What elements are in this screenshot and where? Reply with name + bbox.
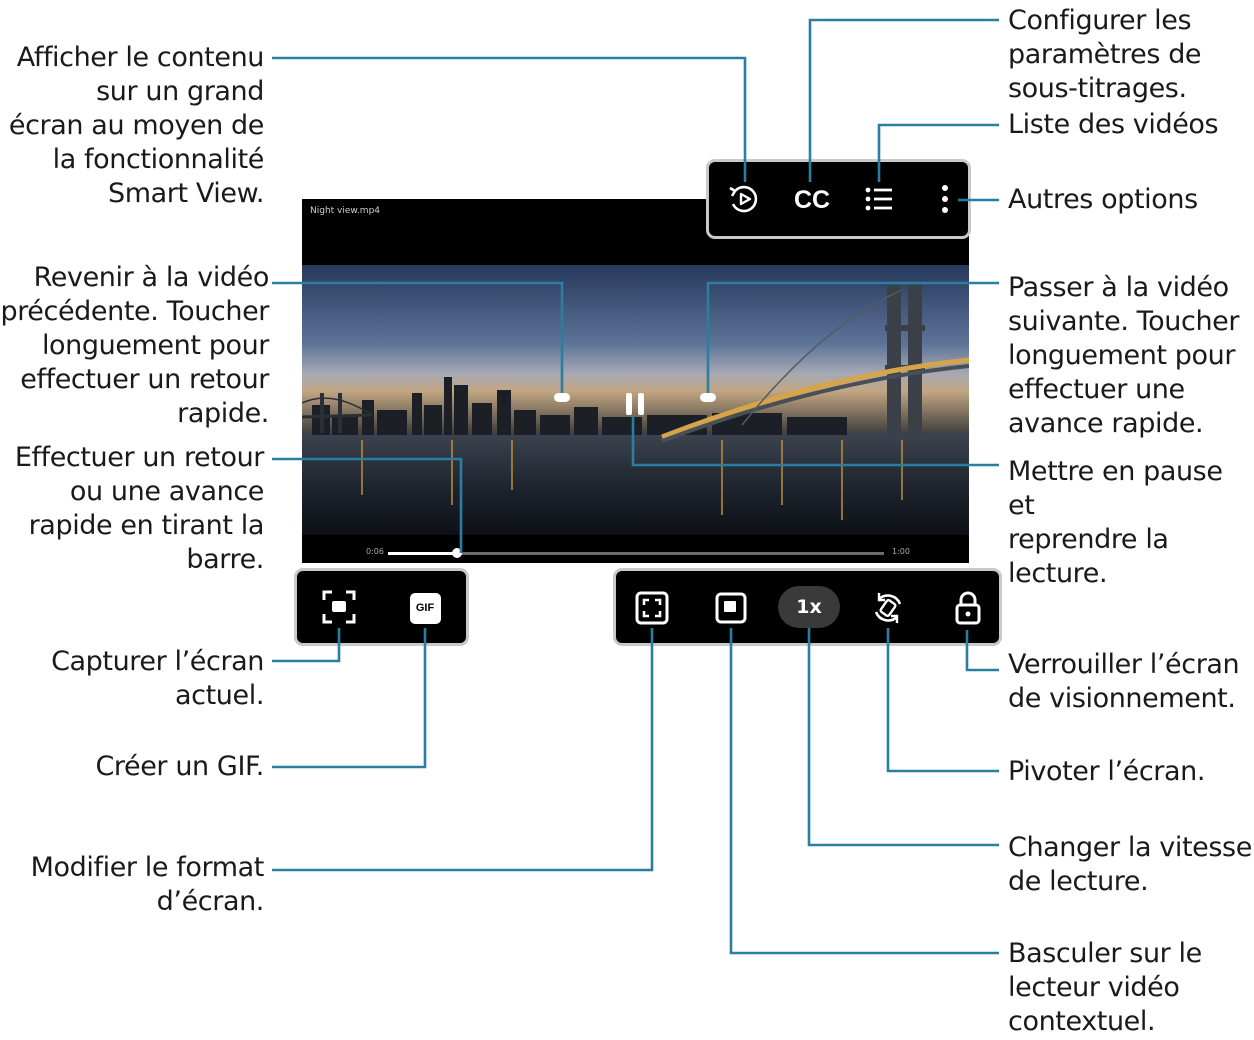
smart-view-button[interactable] xyxy=(722,178,766,220)
label-popup-player: Basculer sur le lecteur vidéo contextuel… xyxy=(1008,938,1202,1037)
time-total: 1:00 xyxy=(892,547,910,556)
capture-button[interactable] xyxy=(318,586,360,628)
lock-icon xyxy=(955,591,981,625)
label-seek-bar: Effectuer un retour ou une avance rapide… xyxy=(14,442,265,575)
pause-icon-bar xyxy=(638,393,644,415)
aspect-ratio-icon xyxy=(635,591,669,625)
label-playback-speed: Changer la vitesse de lecture. xyxy=(1008,832,1252,897)
label-rotate-screen: Pivoter l’écran. xyxy=(1008,756,1206,787)
list-icon xyxy=(865,187,892,211)
seek-bar[interactable] xyxy=(388,548,884,558)
video-screen[interactable]: Night view.mp4 xyxy=(302,199,969,563)
pause-button[interactable] xyxy=(626,393,646,415)
label-smart-view: Afficher le contenu sur un grand écran a… xyxy=(8,42,264,209)
time-current: 0:06 xyxy=(366,547,384,556)
video-title: Night view.mp4 xyxy=(310,206,381,216)
more-vertical-icon xyxy=(942,185,948,213)
popup-player-icon xyxy=(715,592,747,624)
rotate-icon xyxy=(874,593,902,623)
label-video-list: Liste des vidéos xyxy=(1008,109,1219,140)
gif-icon: GIF xyxy=(409,592,441,624)
popup-player-button[interactable] xyxy=(711,588,751,628)
label-subtitles: Configurer les paramètres de sous-titrag… xyxy=(1008,5,1202,104)
lock-screen-button[interactable] xyxy=(948,586,988,630)
playback-speed-button[interactable]: 1x xyxy=(778,586,840,628)
create-gif-button[interactable]: GIF xyxy=(405,588,445,628)
label-capture: Capturer l’écran actuel. xyxy=(51,646,264,711)
video-frame-city-bridge xyxy=(302,265,969,535)
rotate-screen-button[interactable] xyxy=(867,588,909,628)
previous-video-button[interactable] xyxy=(554,393,570,402)
label-next-video: Passer à la vidéo suivante. Toucher long… xyxy=(1008,272,1240,439)
label-previous-video: Revenir à la vidéo précédente. Toucher l… xyxy=(0,262,269,429)
seek-bar-progress xyxy=(388,552,458,555)
more-options-button[interactable] xyxy=(930,178,960,220)
label-screen-ratio: Modifier le format d’écran. xyxy=(30,852,265,917)
label-pause: Mettre en pause et reprendre la lecture. xyxy=(1008,456,1223,589)
seek-bar-thumb[interactable] xyxy=(452,548,463,558)
screen-ratio-button[interactable] xyxy=(632,588,672,628)
subtitles-button[interactable]: CC xyxy=(793,185,831,214)
video-list-button[interactable] xyxy=(857,178,901,220)
screenshot-icon xyxy=(322,590,356,624)
pause-icon xyxy=(626,393,632,415)
smart-view-icon xyxy=(729,185,758,213)
label-more-options: Autres options xyxy=(1008,184,1198,215)
next-video-button[interactable] xyxy=(700,393,716,402)
label-lock-screen: Verrouiller l’écran de visionnement. xyxy=(1008,649,1240,714)
label-create-gif: Créer un GIF. xyxy=(95,751,264,782)
